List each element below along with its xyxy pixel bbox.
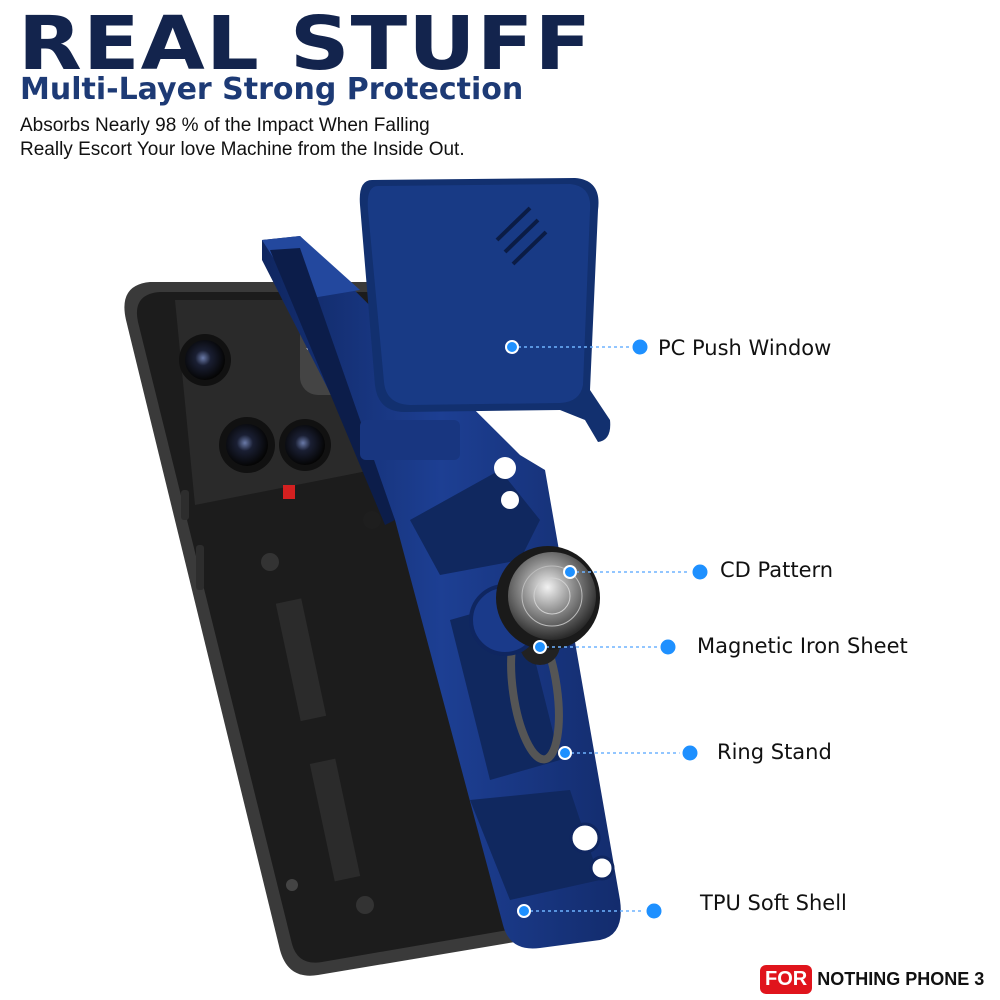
compatibility-badge: FOR NOTHING PHONE 3 [760,962,984,996]
callout-magnetic-iron-sheet: Magnetic Iron Sheet [697,634,908,658]
description-line-2: Really Escort Your love Machine from the… [20,139,465,160]
callout-ring-stand: Ring Stand [717,740,832,764]
model-label: NOTHING PHONE 3 [817,968,985,989]
page-subtitle: Multi-Layer Strong Protection [20,72,524,107]
page-title: REAL STUFF [18,1,593,87]
push-window [359,178,611,442]
callout-pc-push-window: PC Push Window [658,336,832,360]
callout-cd-pattern: CD Pattern [720,558,834,582]
callout-tpu-soft-shell: TPU Soft Shell [700,891,847,915]
callout-leaders [505,336,711,922]
for-label: FOR [760,964,813,994]
description-line-1: Absorbs Nearly 98 % of the Impact When F… [20,115,430,136]
case-frame [262,236,621,949]
